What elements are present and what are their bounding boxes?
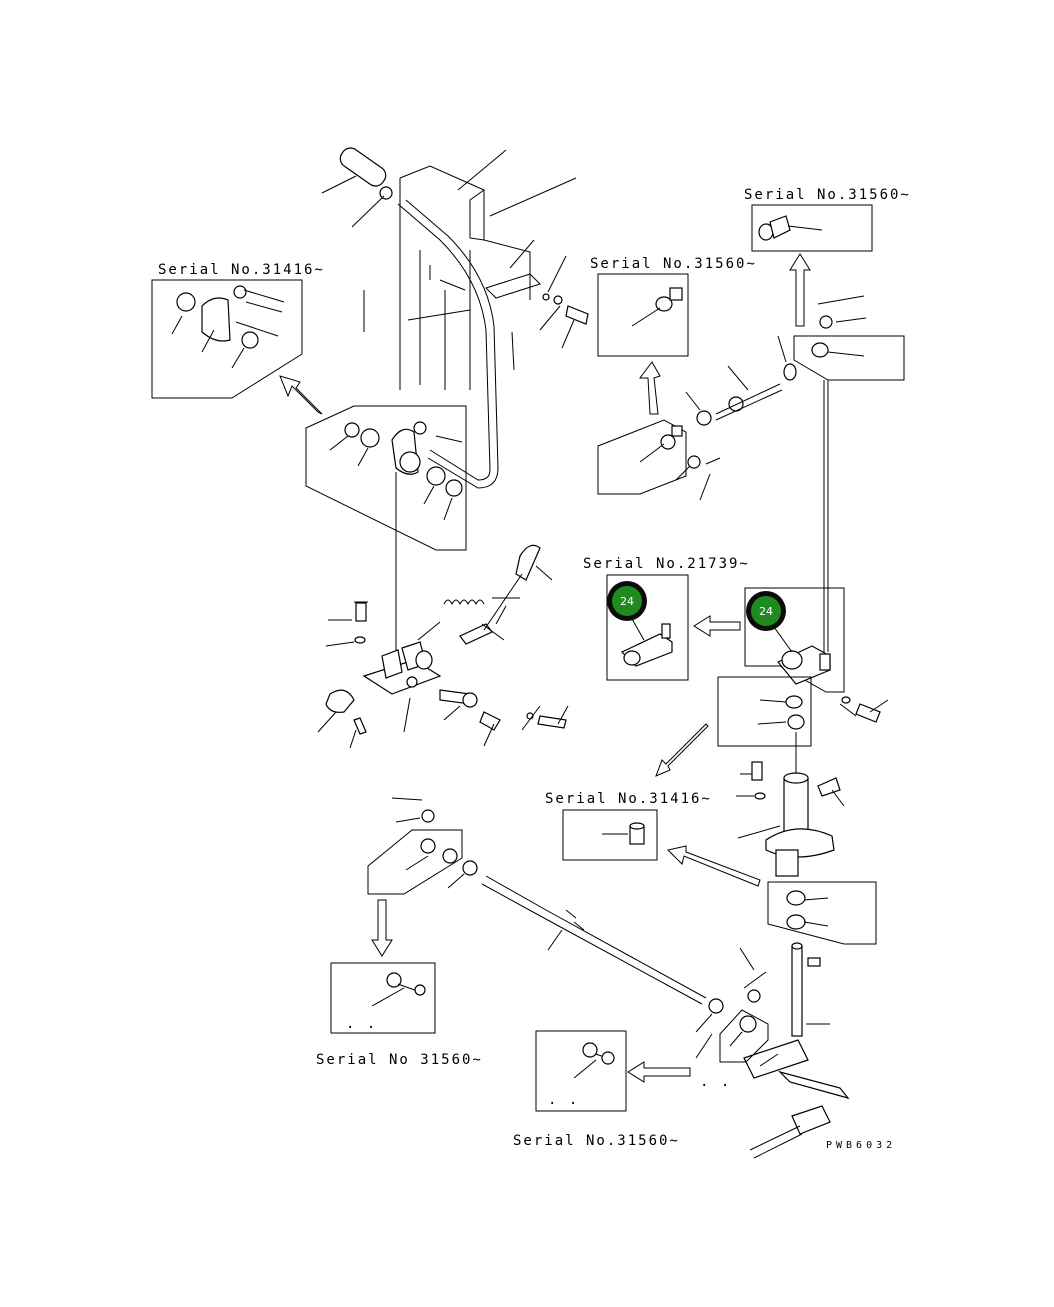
callout-number: 24	[620, 595, 634, 608]
detail-box-middle-lower: Serial No.31416~	[545, 791, 712, 861]
rod-end-assembly-top	[597, 295, 905, 652]
control-lever-assembly	[321, 147, 589, 489]
lever-bracket-assembly	[317, 544, 569, 749]
detail-box-lever-mount	[744, 587, 889, 723]
arrow-to-top-left-detail	[279, 375, 323, 415]
callout-24-right[interactable]: 24	[746, 591, 786, 631]
callout-24-left[interactable]: 24	[607, 581, 647, 621]
detail-box-21739: Serial No.21739~	[583, 556, 750, 681]
detail-box-top-middle: Serial No.31560~	[590, 256, 757, 357]
detail-box-lever-base	[305, 405, 467, 660]
detail-box-bottom-middle: . . . . Serial No.31560~	[513, 1030, 731, 1149]
arrow-down-left	[655, 723, 709, 777]
serial-label-bottom-middle: Serial No.31560~	[513, 1133, 680, 1149]
arrow-to-21739-detail	[693, 615, 741, 637]
callout-number: 24	[759, 605, 773, 618]
arrow-to-bottom-middle-detail	[627, 1061, 691, 1083]
arrow-to-bottom-left-detail	[371, 899, 393, 957]
arrow-to-top-middle-detail	[639, 361, 661, 415]
serial-label-top-left: Serial No.31416~	[158, 262, 325, 278]
tie-rod-assembly	[367, 797, 769, 1063]
serial-label-bottom-left: Serial No 31560~	[316, 1052, 483, 1068]
drawing-code: PWB6032	[826, 1140, 896, 1151]
detail-box-top-right: Serial No.31560~	[744, 187, 911, 252]
serial-label-21739: Serial No.21739~	[583, 556, 750, 572]
serial-label-top-middle: Serial No.31560~	[590, 256, 757, 272]
svg-text:. .: . .	[548, 1092, 579, 1108]
arrow-to-middle-lower-detail	[667, 845, 761, 887]
svg-text:. .: . .	[700, 1074, 731, 1090]
arrow-to-top-right-detail	[789, 253, 811, 327]
svg-text:. .: . .	[346, 1016, 377, 1032]
serial-label-middle-lower: Serial No.31416~	[545, 791, 712, 807]
detail-box-bottom-left: . . Serial No 31560~	[316, 962, 483, 1068]
shaft-assembly: PWB6032	[717, 676, 896, 1159]
detail-box-top-left: Serial No.31416~	[151, 262, 325, 399]
serial-label-top-right: Serial No.31560~	[744, 187, 911, 203]
